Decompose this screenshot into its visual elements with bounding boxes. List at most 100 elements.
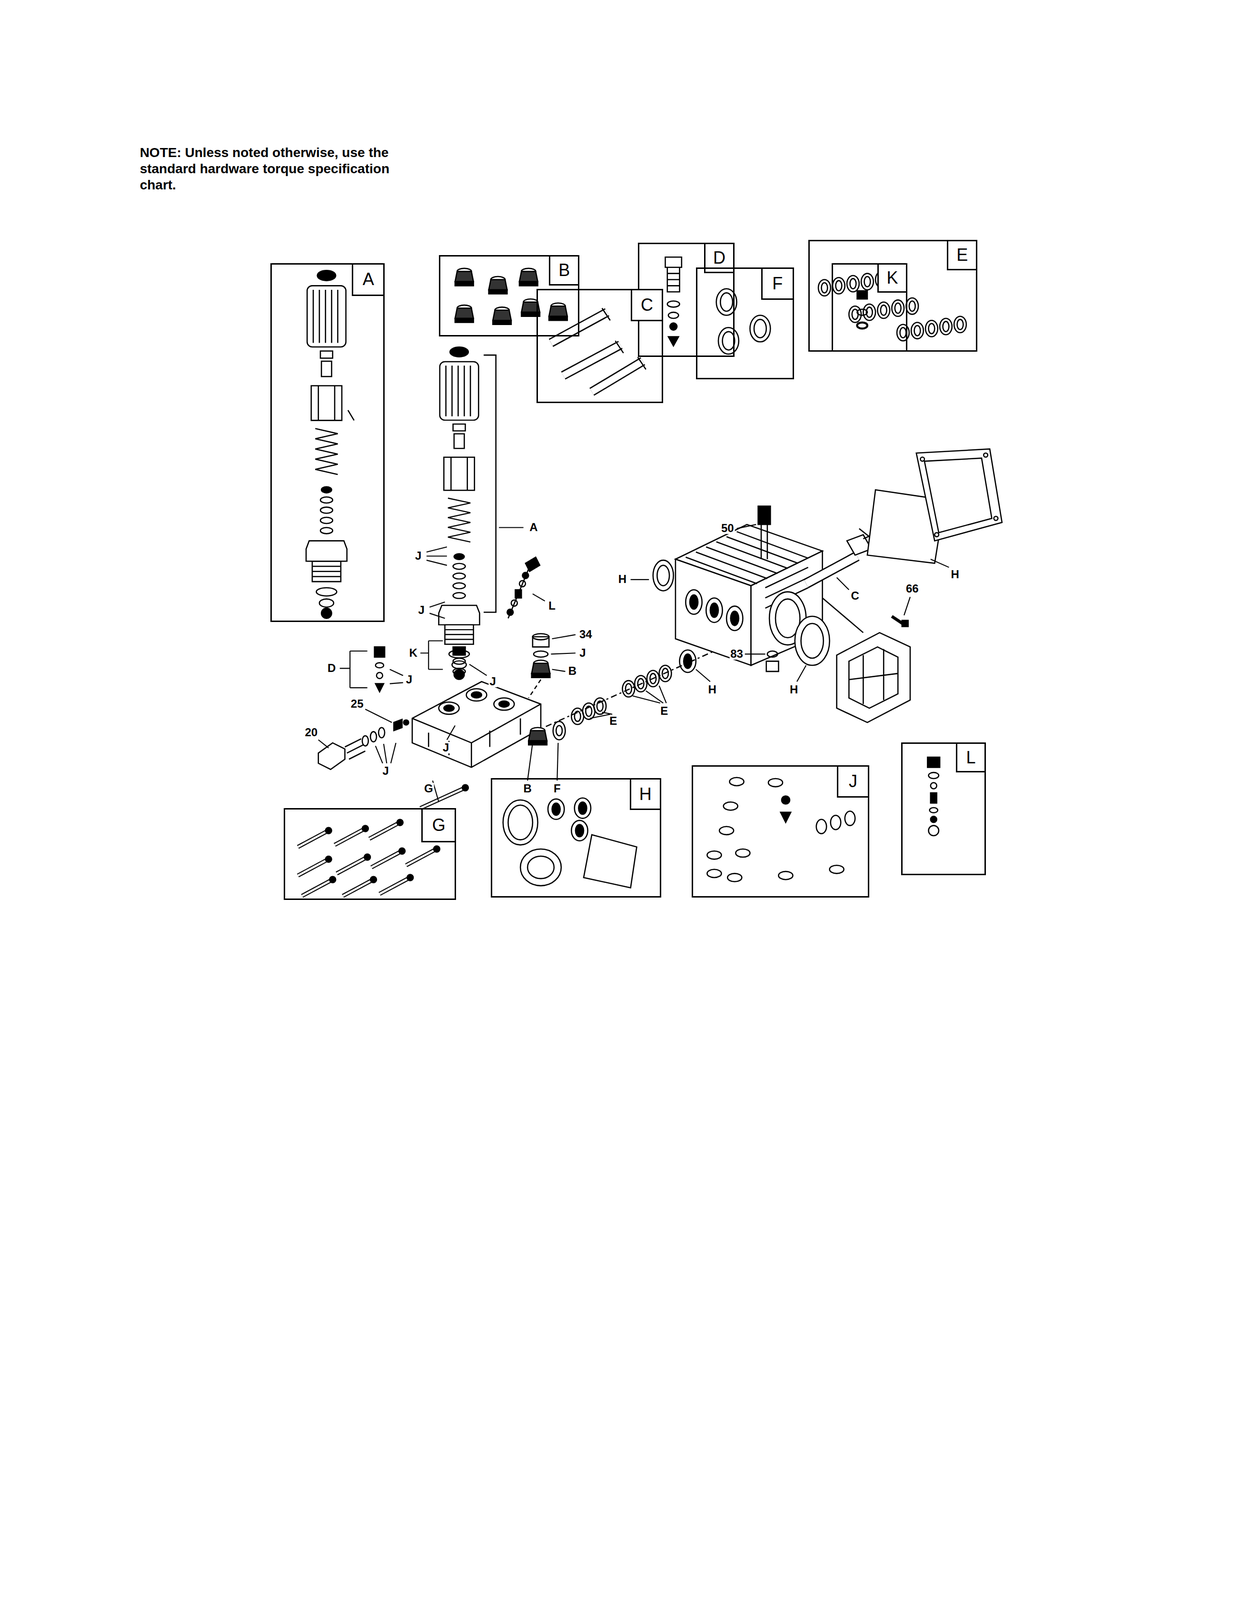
part-drawing (443, 705, 454, 712)
part-drawing (583, 834, 637, 888)
part-drawing (805, 556, 857, 585)
part-drawing (375, 663, 384, 669)
part-drawing (407, 874, 414, 882)
part-drawing (511, 600, 518, 607)
part-drawing (471, 692, 482, 699)
part-drawing (453, 668, 466, 675)
part-drawing (780, 812, 791, 823)
kit-letter: L (955, 742, 986, 773)
kit-box: J (691, 765, 870, 899)
callout-label: 83 (729, 648, 745, 660)
kit-letter: B (548, 255, 580, 286)
leader-line (556, 743, 558, 781)
part-drawing (778, 871, 793, 880)
part-drawing (754, 319, 767, 338)
part-drawing (656, 565, 670, 587)
part-drawing (856, 322, 867, 329)
callout-label: G (423, 783, 435, 795)
part-drawing (729, 777, 745, 786)
part-drawing (720, 292, 733, 312)
part-drawing (993, 516, 999, 521)
part-drawing (488, 276, 508, 294)
part-drawing (393, 719, 402, 732)
part-drawing (532, 634, 549, 641)
part-drawing (306, 270, 348, 619)
part-drawing (844, 811, 855, 826)
part-drawing (347, 410, 355, 421)
part-drawing (532, 636, 549, 647)
callout-label: 25 (349, 698, 365, 710)
part-drawing (794, 616, 830, 666)
part-drawing (818, 279, 831, 296)
part-drawing (830, 815, 841, 830)
part-drawing (376, 672, 383, 679)
part-drawing (856, 290, 867, 299)
part-drawing (856, 309, 867, 316)
part-drawing (428, 718, 521, 756)
part-drawing (370, 876, 377, 884)
part-drawing (531, 660, 551, 678)
leader-line (630, 579, 650, 581)
leader-line (365, 709, 392, 723)
leader-line (469, 664, 487, 676)
leader-line (426, 546, 448, 566)
callout-label: F (552, 783, 562, 795)
part-drawing (325, 856, 332, 863)
part-drawing (669, 323, 677, 331)
part-drawing (364, 854, 371, 861)
part-drawing (528, 679, 541, 699)
kit-box: L (901, 742, 986, 876)
part-drawing (934, 532, 939, 537)
part-drawing (438, 347, 480, 680)
callout-label: H (788, 684, 799, 696)
part-drawing (374, 646, 385, 657)
part-drawing (726, 606, 743, 631)
part-drawing (574, 798, 591, 819)
callout-label: H (950, 568, 961, 581)
leader-line (836, 577, 850, 591)
part-drawing (719, 826, 734, 835)
part-drawing (498, 701, 509, 708)
part-drawing (891, 299, 905, 317)
part-drawing (924, 458, 992, 534)
callout-label: C (850, 590, 861, 602)
leader-line (904, 596, 911, 616)
callout-label: L (547, 600, 557, 612)
part-drawing (547, 799, 565, 820)
part-drawing (527, 856, 555, 879)
part-drawing (927, 757, 940, 768)
part-drawing (705, 597, 723, 623)
leader-line (532, 594, 546, 602)
part-drawing (920, 457, 925, 462)
callout-label: J (578, 647, 587, 659)
callout-label: 66 (904, 583, 920, 595)
part-drawing (706, 851, 722, 860)
callout-label: H (617, 573, 628, 586)
part-drawing (492, 307, 512, 325)
part-drawing (519, 580, 526, 587)
part-drawing (896, 324, 910, 341)
part-drawing (727, 873, 742, 882)
part-drawing (403, 720, 409, 726)
part-drawing (767, 651, 778, 658)
part-drawing (533, 651, 548, 658)
part-drawing (665, 257, 682, 292)
part-drawing (928, 825, 939, 836)
part-drawing (548, 303, 568, 321)
kit-letter: K (877, 263, 907, 293)
part-drawing (689, 595, 698, 610)
callout-label: E (659, 705, 669, 717)
part-drawing (528, 727, 547, 746)
part-drawing (928, 772, 939, 779)
part-drawing (298, 823, 435, 896)
part-drawing (325, 827, 332, 835)
part-drawing (930, 783, 937, 790)
callout-label: H (706, 684, 717, 696)
part-drawing (493, 698, 515, 711)
part-drawing (983, 453, 988, 458)
part-drawing (378, 727, 385, 738)
part-drawing (375, 684, 384, 693)
part-drawing (758, 506, 771, 525)
leader-line (429, 602, 445, 619)
part-drawing (801, 623, 824, 659)
